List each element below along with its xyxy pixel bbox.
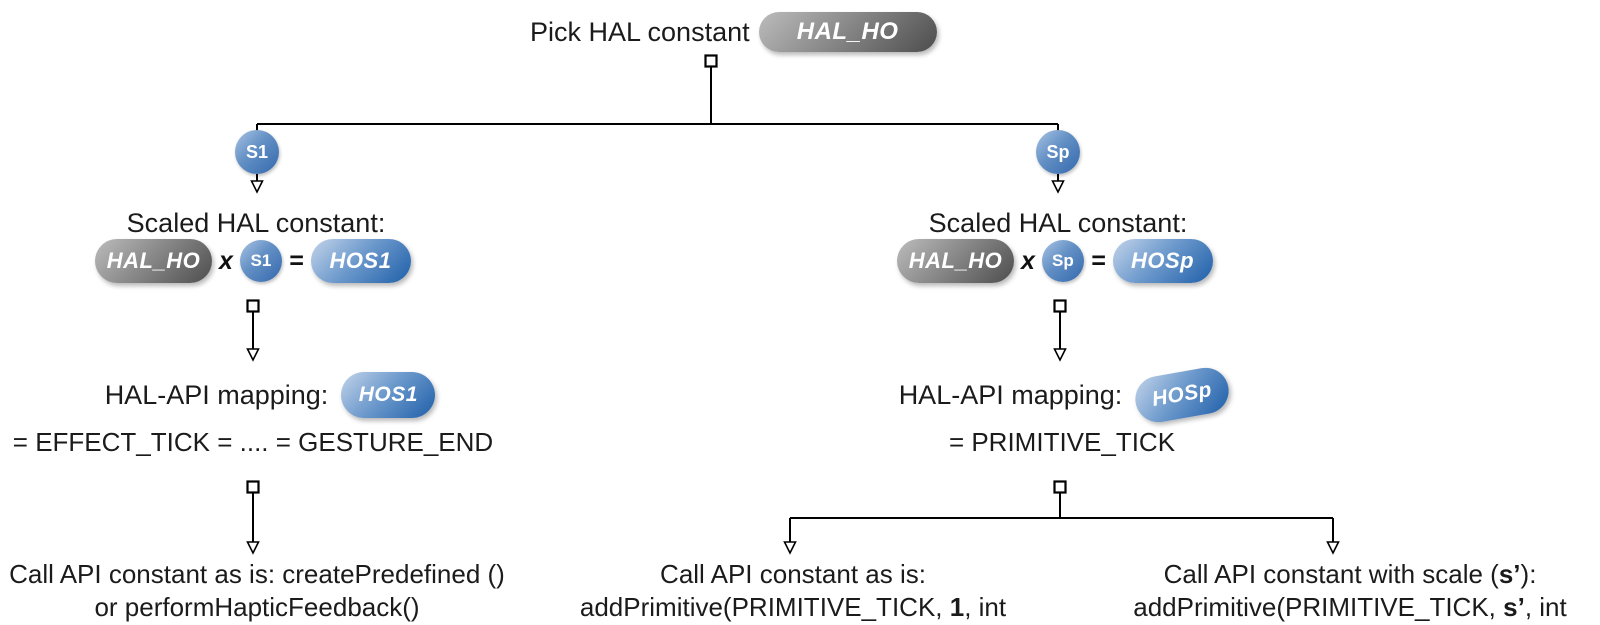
branch-node-s1: S1 — [235, 130, 279, 174]
left-scale-formula: HAL_HO x S1 = HOS1 — [95, 238, 411, 284]
right-scaled-title: Scaled HAL constant: — [928, 208, 1188, 238]
scaled-line2-suffix: , int delay) — [1524, 592, 1567, 622]
arrowheads — [246, 180, 1340, 555]
left-mapping-label: HAL-API mapping: — [104, 379, 329, 410]
tree-edges — [252, 67, 1334, 542]
branch-node-sp: Sp — [1036, 130, 1080, 174]
right-api-call-scaled-line2: addPrimitive(PRIMITIVE_TICK, s’, int del… — [1100, 591, 1600, 625]
right-equals-operator: = — [1090, 246, 1106, 275]
hal-constant-pill: HAL_HO — [758, 12, 937, 52]
left-multiply-operator: x — [219, 246, 233, 275]
right-api-call-scaled: Call API constant with scale (s’): addPr… — [1100, 558, 1600, 625]
left-api-call-line2: or performHapticFeedback() — [94, 592, 420, 622]
right-api-call-as-is-line1: Call API constant as is: — [660, 559, 926, 589]
right-mapping-label: HAL-API mapping: — [898, 379, 1123, 410]
as-is-line2-prefix: addPrimitive(PRIMITIVE_TICK, — [579, 592, 950, 622]
right-scale-circle: Sp — [1041, 240, 1084, 282]
right-mapping-pill: HOSp — [1132, 364, 1233, 426]
right-mapping-row: HAL-API mapping: HOSp — [814, 364, 1314, 426]
left-api-call: Call API constant as is: createPredefine… — [7, 558, 507, 624]
right-hal-ho-pill: HAL_HO — [897, 239, 1014, 283]
left-hal-ho-pill: HAL_HO — [95, 239, 212, 283]
left-equals-operator: = — [288, 246, 304, 275]
scaled-line1-suffix: ): — [1520, 559, 1537, 589]
left-scaled-title: Scaled HAL constant: — [126, 208, 386, 238]
right-api-call-as-is: Call API constant as is: addPrimitive(PR… — [543, 558, 1043, 625]
left-mapping-equation: = EFFECT_TICK = .... = GESTURE_END — [12, 427, 494, 457]
scaled-scale-arg: s’ — [1503, 592, 1525, 622]
root-step: Pick HAL constant HAL_HO — [530, 10, 937, 54]
left-result-pill: HOS1 — [310, 239, 411, 283]
left-scale-circle: S1 — [239, 240, 282, 282]
as-is-scale-value: 1 — [949, 592, 965, 622]
right-mapping-equation: = PRIMITIVE_TICK — [948, 427, 1176, 457]
left-api-call-line1: Call API constant as is: createPredefine… — [9, 559, 505, 589]
root-label: Pick HAL constant — [530, 16, 750, 47]
right-result-pill: HOSp — [1112, 239, 1213, 283]
scaled-line1-prefix: Call API constant with scale ( — [1163, 559, 1499, 589]
left-mapping-pill: HOS1 — [341, 372, 436, 418]
connector-squares — [246, 54, 1067, 494]
right-scale-formula: HAL_HO x Sp = HOSp — [897, 238, 1213, 284]
as-is-line2-suffix: , int delay) — [964, 592, 1007, 622]
scaled-line2-prefix: addPrimitive(PRIMITIVE_TICK, — [1133, 592, 1504, 622]
right-api-call-as-is-line2: addPrimitive(PRIMITIVE_TICK, 1, int dela… — [543, 591, 1043, 625]
scaled-scale-symbol: s’ — [1498, 559, 1521, 589]
left-mapping-row: HAL-API mapping: HOS1 — [20, 369, 520, 421]
right-api-call-scaled-line1: Call API constant with scale (s’): — [1100, 558, 1600, 591]
right-multiply-operator: x — [1021, 246, 1035, 275]
